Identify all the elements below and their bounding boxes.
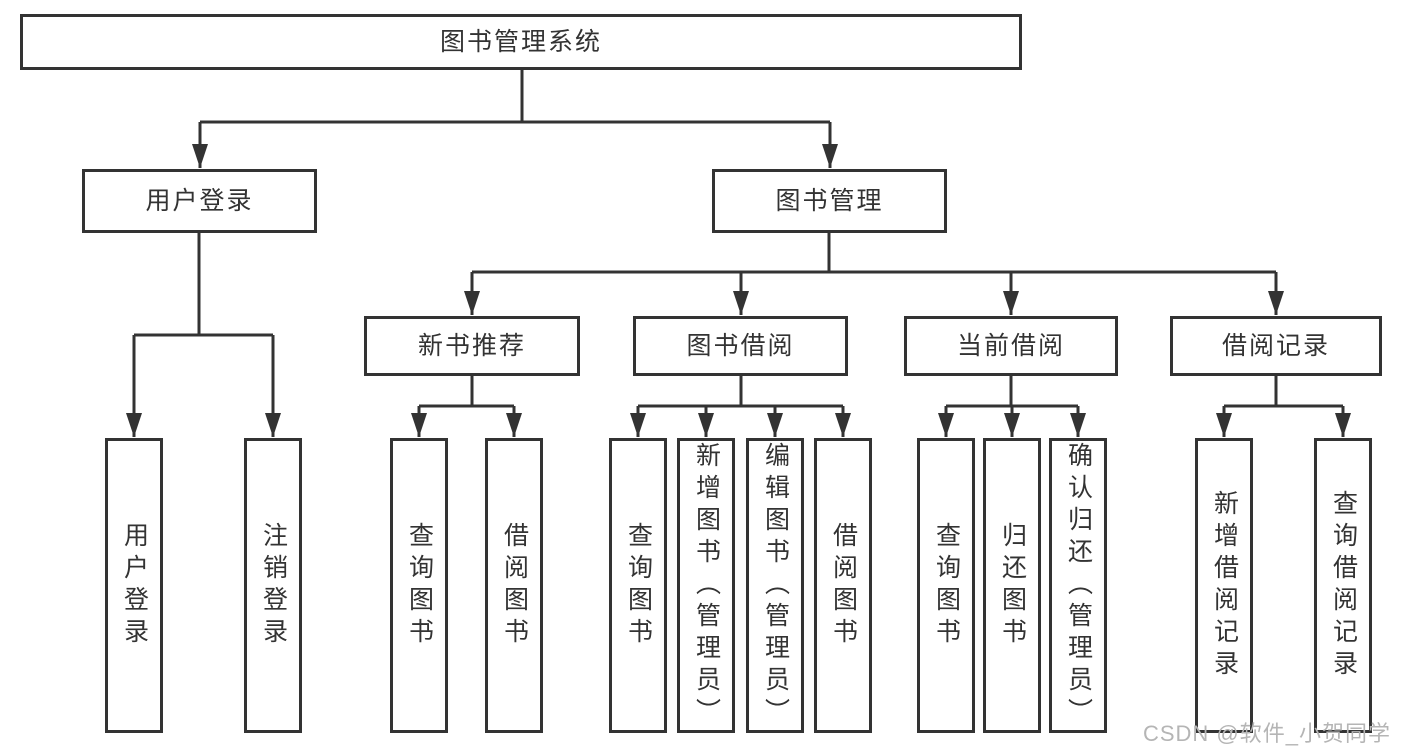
node-label: 图书借阅 [686, 331, 795, 360]
leaf-borrow-books: 借阅图书 [814, 438, 872, 733]
leaf-add-books-admin: 新增图书（管理员） [677, 438, 735, 733]
leaf-query-books-borrowing: 查询图书 [609, 438, 667, 733]
node-label: 借阅记录 [1221, 331, 1330, 360]
leaf-query-books-recommend: 查询图书 [390, 438, 448, 733]
leaf-label: 查询借阅记录 [1329, 489, 1358, 682]
leaf-borrow-books-recommend: 借阅图书 [485, 438, 543, 733]
leaf-label: 新增图书（管理员） [692, 441, 721, 730]
leaf-label: 查询图书 [624, 521, 653, 650]
leaf-query-borrow-record: 查询借阅记录 [1314, 438, 1372, 733]
node-root-library-management-system: 图书管理系统 [20, 14, 1022, 70]
node-borrowing-records: 借阅记录 [1170, 316, 1382, 376]
leaf-edit-books-admin: 编辑图书（管理员） [746, 438, 804, 733]
node-book-borrowing: 图书借阅 [633, 316, 848, 376]
node-label: 图书管理 [775, 186, 884, 215]
leaf-label: 查询图书 [932, 521, 961, 650]
leaf-user-login: 用户登录 [105, 438, 163, 733]
node-label: 图书管理系统 [439, 27, 602, 56]
leaf-label: 确认归还（管理员） [1064, 441, 1093, 730]
node-user-login: 用户登录 [82, 169, 317, 233]
leaf-label: 归还图书 [998, 521, 1027, 650]
leaf-label: 借阅图书 [500, 521, 529, 650]
leaf-label: 借阅图书 [829, 521, 858, 650]
csdn-watermark: CSDN @软件_小贺同学 [1142, 721, 1391, 746]
leaf-query-books-current: 查询图书 [917, 438, 975, 733]
leaf-label: 查询图书 [405, 521, 434, 650]
node-label: 新书推荐 [417, 331, 526, 360]
leaf-label: 注销登录 [259, 521, 288, 650]
leaf-logout: 注销登录 [244, 438, 302, 733]
leaf-add-borrow-record: 新增借阅记录 [1195, 438, 1253, 733]
leaf-label: 新增借阅记录 [1210, 489, 1239, 682]
node-current-borrowing: 当前借阅 [904, 316, 1118, 376]
node-new-book-recommendation: 新书推荐 [364, 316, 580, 376]
node-book-management: 图书管理 [712, 169, 947, 233]
node-label: 用户登录 [145, 186, 254, 215]
node-label: 当前借阅 [956, 331, 1065, 360]
leaf-confirm-return-admin: 确认归还（管理员） [1049, 438, 1107, 733]
leaf-return-books: 归还图书 [983, 438, 1041, 733]
leaf-label: 用户登录 [120, 521, 149, 650]
leaf-label: 编辑图书（管理员） [761, 441, 790, 730]
